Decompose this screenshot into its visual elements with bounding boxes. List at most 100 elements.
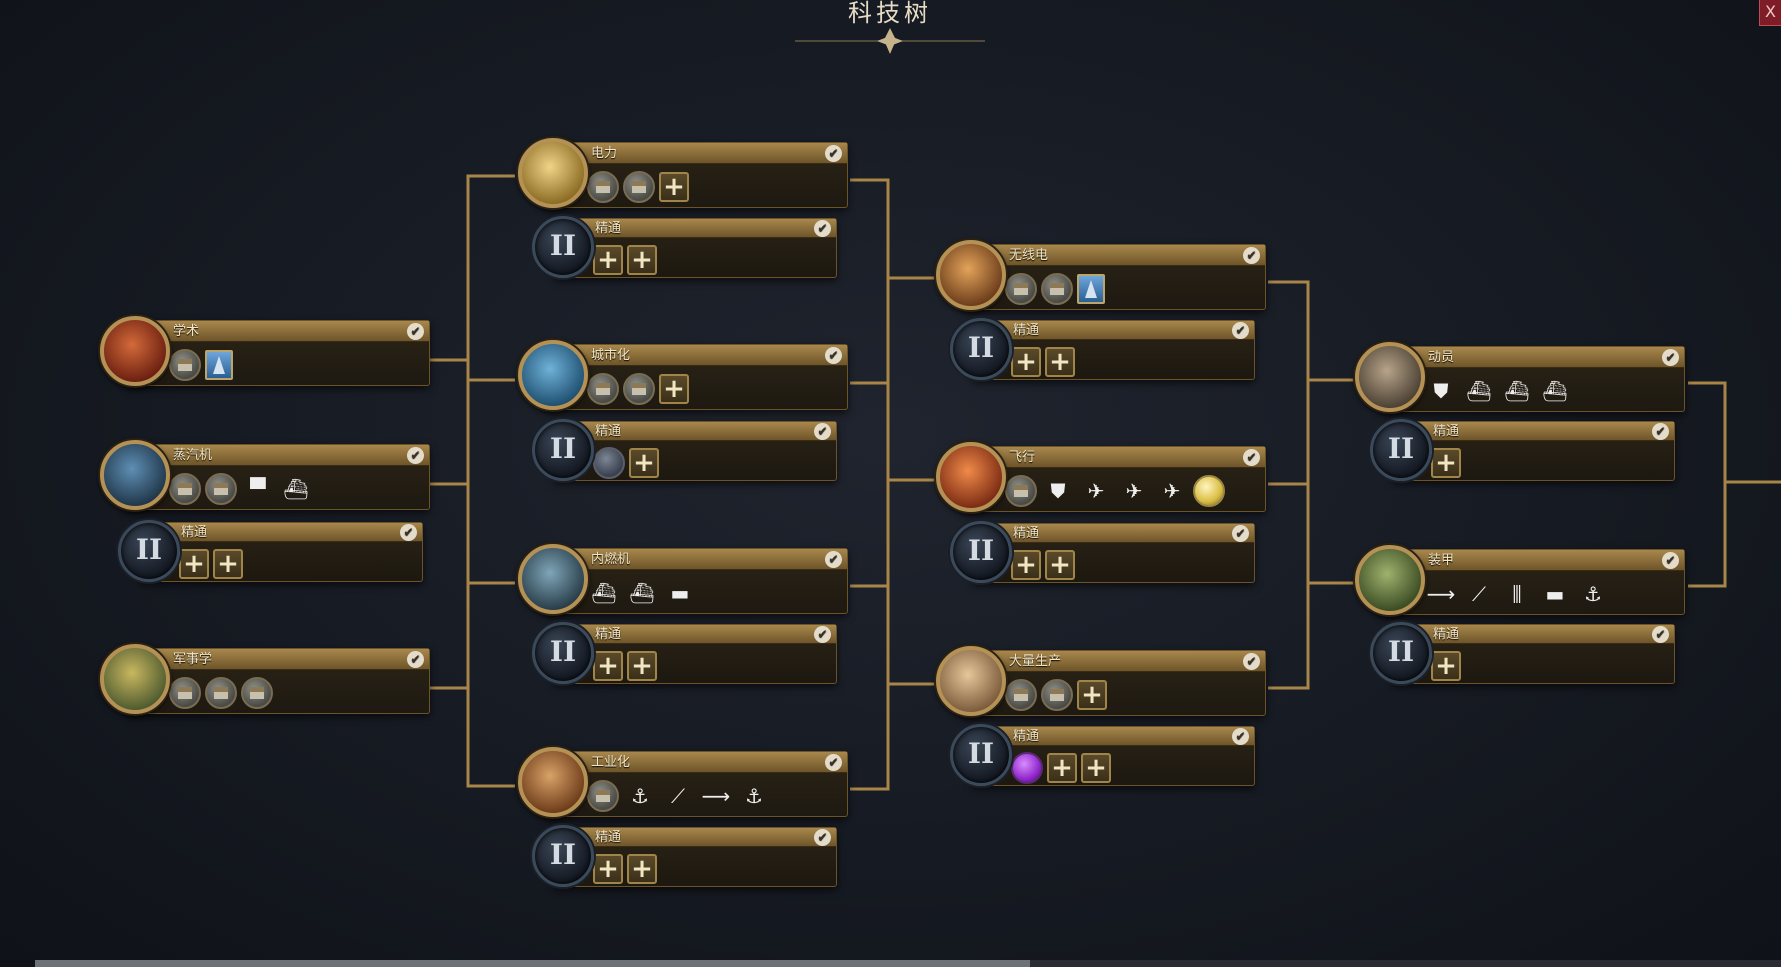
tech-card-steam[interactable]: 蒸汽机✔ ▀ ⛴ <box>100 440 430 510</box>
unlock-unit-plane-icon[interactable]: ✈ <box>1163 479 1181 503</box>
unlock-bonus-icon[interactable]: + <box>659 172 689 202</box>
unlock-unit-ship-icon[interactable]: ⛴ <box>1542 379 1568 403</box>
tech-name: 军事学✔ <box>127 649 429 670</box>
mastery-card-urbanization[interactable]: 精通✔+II <box>532 419 837 481</box>
mastery-bonus-icon[interactable]: + <box>1431 448 1461 478</box>
mastery-building-icon[interactable] <box>593 447 625 479</box>
unlock-unit-ship-icon[interactable]: ⛴ <box>1466 379 1492 403</box>
tech-card-electricity[interactable]: 电力✔ + <box>518 138 848 208</box>
mastery-bonus-icon[interactable]: + <box>593 651 623 681</box>
mastery-unlocks: + <box>1431 445 1461 481</box>
unlock-building-icon[interactable] <box>205 473 237 505</box>
unlock-bonus-icon[interactable]: + <box>1077 680 1107 710</box>
tech-card-radio[interactable]: 无线电✔ <box>936 240 1266 310</box>
unlock-building-icon[interactable] <box>587 780 619 812</box>
researched-check-icon: ✔ <box>1662 552 1679 569</box>
unlock-unit-tank-icon[interactable]: ▬ <box>670 581 690 605</box>
mastery-bonus-icon[interactable]: + <box>1047 753 1077 783</box>
unlock-unit-shield-icon[interactable]: ⛊ <box>1050 479 1066 503</box>
unlock-building-icon[interactable] <box>1005 679 1037 711</box>
unlock-unit-gunboat-icon[interactable]: ⚓ <box>631 784 649 808</box>
unlock-unit-ship-icon[interactable]: ⛴ <box>629 581 655 605</box>
mastery-bonus-icon[interactable]: + <box>593 854 623 884</box>
unlock-building-icon[interactable] <box>1005 475 1037 507</box>
unlock-unit-rocket-icon[interactable]: ⫼ <box>1512 582 1522 606</box>
mastery-bonus-icon[interactable]: + <box>1081 753 1111 783</box>
unlock-building-icon[interactable] <box>241 677 273 709</box>
tech-name: 城市化✔ <box>545 345 847 366</box>
unlock-unit-plane-icon[interactable]: ✈ <box>1125 479 1143 503</box>
unlock-building-icon[interactable] <box>623 373 655 405</box>
unlock-building-icon[interactable] <box>169 349 201 381</box>
unlock-building-icon[interactable] <box>169 473 201 505</box>
tech-name: 电力✔ <box>545 143 847 164</box>
unlock-unit-rifle-icon[interactable]: ⟶ <box>1426 582 1456 606</box>
unlock-unit-artillery-icon[interactable]: ⟋ <box>1472 582 1486 606</box>
mastery-card-mobilization[interactable]: 精通✔+II <box>1370 419 1675 481</box>
close-button[interactable]: X <box>1759 0 1781 26</box>
unlock-building-icon[interactable] <box>1005 273 1037 305</box>
tech-card-mobilization[interactable]: 动员✔⛊⛴⛴⛴ <box>1355 342 1685 412</box>
mastery-unlocks: ++ <box>1011 344 1075 380</box>
mastery-bonus-icon[interactable]: + <box>213 549 243 579</box>
mastery-card-combustion[interactable]: 精通✔++II <box>532 622 837 684</box>
unlock-lightbulb-icon[interactable] <box>1193 475 1225 507</box>
tech-card-flight[interactable]: 飞行✔⛊✈✈✈ <box>936 442 1266 512</box>
tech-card-mass-production[interactable]: 大量生产✔+ <box>936 646 1266 716</box>
unlock-unit-tank-icon[interactable]: ▬ <box>1545 582 1565 606</box>
tech-name: 蒸汽机✔ <box>127 445 429 466</box>
industrialization-tech-icon <box>518 747 588 817</box>
mastery-card-flight[interactable]: 精通✔++II <box>950 521 1255 583</box>
unlock-wonder-icon[interactable] <box>1077 274 1105 304</box>
mastery-bonus-icon[interactable]: + <box>1011 347 1041 377</box>
tech-card-industrialization[interactable]: 工业化✔⚓⟋⟶⚓ <box>518 747 848 817</box>
unlock-wonder-icon[interactable] <box>205 350 233 380</box>
mastery-card-electricity[interactable]: 精通✔++II <box>532 216 837 278</box>
unlock-unit-shield-icon[interactable]: ⛊ <box>1433 379 1449 403</box>
unlock-building-icon[interactable] <box>587 171 619 203</box>
mastery-bonus-icon[interactable]: + <box>627 854 657 884</box>
unlock-building-icon[interactable] <box>169 677 201 709</box>
researched-check-icon: ✔ <box>825 754 842 771</box>
researched-check-icon: ✔ <box>407 323 424 340</box>
mastery-bonus-icon[interactable]: + <box>627 651 657 681</box>
mastery-card-industrialization[interactable]: 精通✔++II <box>532 825 837 887</box>
mastery-bonus-icon[interactable]: + <box>179 549 209 579</box>
tech-card-armor[interactable]: 装甲✔⟶⟋⫼▬⚓ <box>1355 545 1685 615</box>
mastery-bonus-icon[interactable]: + <box>627 245 657 275</box>
mastery-card-steam[interactable]: 精通✔++II <box>118 520 423 582</box>
unlock-unit-plane-icon[interactable]: ✈ <box>1087 479 1105 503</box>
mastery-card-radio[interactable]: 精通✔++II <box>950 318 1255 380</box>
unlock-unit-ship-icon[interactable]: ⛴ <box>283 477 309 501</box>
mastery-bonus-icon[interactable]: + <box>1045 550 1075 580</box>
tech-card-combustion[interactable]: 内燃机✔⛴⛴▬ <box>518 544 848 614</box>
tech-card-academia[interactable]: 学术✔ <box>100 316 430 386</box>
tech-card-body: 学术✔ <box>126 320 430 386</box>
mastery-bonus-icon[interactable]: + <box>1011 550 1041 580</box>
tech-card-body: 蒸汽机✔ ▀ ⛴ <box>126 444 430 510</box>
unlock-unit-ship-icon[interactable]: ⛴ <box>591 581 617 605</box>
unlock-unit-rifle-icon[interactable]: ⟶ <box>701 784 731 808</box>
unlock-building-icon[interactable] <box>1041 273 1073 305</box>
unlock-unit-anchor-icon[interactable]: ⚓ <box>1584 582 1602 606</box>
mastery-card-body: 精通✔++ <box>554 218 837 278</box>
mastery-card-armor[interactable]: 精通✔+II <box>1370 622 1675 684</box>
mastery-bonus-icon[interactable]: + <box>1045 347 1075 377</box>
mastery-bonus-icon[interactable]: + <box>629 448 659 478</box>
unlock-building-icon[interactable] <box>623 171 655 203</box>
mastery-card-mass-production[interactable]: 精通✔++II <box>950 724 1255 786</box>
unlock-building-icon[interactable] <box>205 677 237 709</box>
tech-card-urbanization[interactable]: 城市化✔ + <box>518 340 848 410</box>
mastery-resource-icon[interactable] <box>1011 752 1043 784</box>
unlock-unit-artillery-icon[interactable]: ⟋ <box>671 784 685 808</box>
horizontal-scrollbar-thumb[interactable] <box>35 960 1030 967</box>
unlock-building-icon[interactable] <box>1041 679 1073 711</box>
mastery-bonus-icon[interactable]: + <box>1431 651 1461 681</box>
tech-card-military[interactable]: 军事学✔ <box>100 644 430 714</box>
unlock-unit-ship-icon[interactable]: ⛴ <box>1504 379 1530 403</box>
unlock-bonus-icon[interactable]: + <box>659 374 689 404</box>
unlock-building-icon[interactable] <box>587 373 619 405</box>
unlock-unit-anchor-icon[interactable]: ⚓ <box>745 784 763 808</box>
mastery-bonus-icon[interactable]: + <box>593 245 623 275</box>
unlock-unit-train-icon[interactable]: ▀ <box>250 477 266 501</box>
